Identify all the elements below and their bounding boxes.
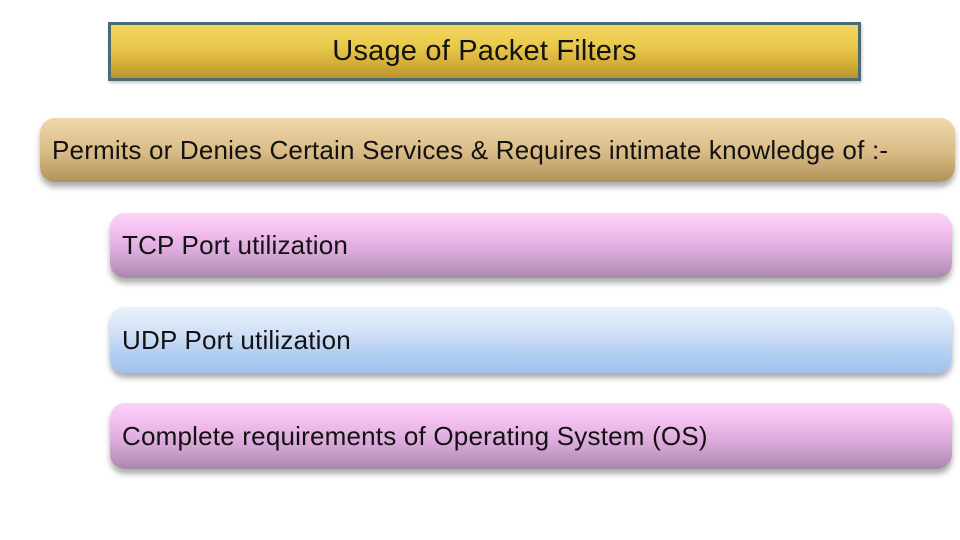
statement-bar: Permits or Denies Certain Services & Req… xyxy=(40,118,955,182)
slide-title: Usage of Packet Filters xyxy=(332,35,637,67)
list-item-label: UDP Port utilization xyxy=(122,324,351,355)
list-item-label: Complete requirements of Operating Syste… xyxy=(122,420,708,451)
list-item-os: Complete requirements of Operating Syste… xyxy=(110,403,952,469)
list-item-tcp: TCP Port utilization xyxy=(110,213,952,278)
slide-title-box: Usage of Packet Filters xyxy=(108,22,861,81)
statement-text: Permits or Denies Certain Services & Req… xyxy=(52,134,889,165)
list-item-label: TCP Port utilization xyxy=(122,230,349,260)
list-item-udp: UDP Port utilization xyxy=(110,307,952,373)
